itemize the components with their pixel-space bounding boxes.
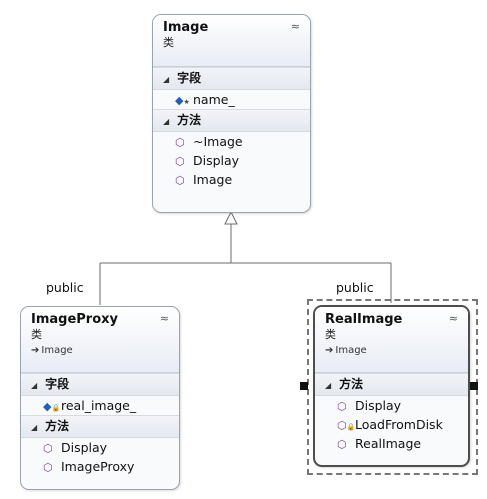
member-row[interactable]: ⬡Display	[21, 438, 179, 457]
class-header[interactable]: RealImage 类 ➔Image ≈	[315, 307, 468, 373]
expand-triangle-icon[interactable]: ◢	[163, 75, 170, 84]
inheritance-arrowhead	[224, 210, 238, 225]
section-methods[interactable]: ◢方法	[153, 109, 310, 132]
member-row[interactable]: ⬡Display	[315, 396, 468, 415]
section-methods[interactable]: ◢方法	[315, 373, 468, 396]
member-row[interactable]: ◆★name_	[153, 90, 310, 109]
class-header[interactable]: ImageProxy 类 ➔Image ≈	[21, 307, 179, 373]
class-realimage[interactable]: RealImage 类 ➔Image ≈ ◢方法 ⬡Display ⬡🔒Load…	[313, 305, 470, 467]
edge-label-left: public	[46, 280, 84, 295]
class-stereotype: 类	[31, 328, 42, 341]
inherits-arrow-icon: ➔	[31, 345, 40, 356]
method-icon: ⬡	[175, 174, 185, 187]
section-methods[interactable]: ◢方法	[21, 415, 179, 438]
field-icon: ◆★	[175, 94, 190, 107]
member-row[interactable]: ⬡~Image	[153, 132, 310, 151]
expand-triangle-icon[interactable]: ◢	[325, 381, 332, 390]
method-icon: ⬡	[337, 438, 347, 451]
class-title: Image	[163, 20, 209, 35]
method-icon: ⬡	[175, 136, 185, 149]
method-icon: ⬡	[175, 155, 185, 168]
method-icon: ⬡	[43, 461, 53, 474]
member-row[interactable]: ◆🔒real_image_	[21, 396, 179, 415]
section-fields[interactable]: ◢字段	[153, 67, 310, 90]
collapse-icon[interactable]: ≈	[448, 312, 458, 325]
expand-triangle-icon[interactable]: ◢	[31, 381, 38, 390]
member-row[interactable]: ⬡ImageProxy	[21, 457, 179, 476]
expand-triangle-icon[interactable]: ◢	[163, 117, 170, 126]
method-icon: ⬡	[337, 400, 347, 413]
member-row[interactable]: ⬡Image	[153, 170, 310, 189]
edge-label-right: public	[336, 280, 374, 295]
method-icon: ⬡	[43, 442, 53, 455]
expand-triangle-icon[interactable]: ◢	[31, 423, 38, 432]
class-stereotype: 类	[163, 36, 174, 49]
class-imageproxy[interactable]: ImageProxy 类 ➔Image ≈ ◢字段 ◆🔒real_image_ …	[20, 306, 180, 490]
base-class: ➔Image	[325, 345, 367, 356]
class-image[interactable]: Image 类 ≈ ◢字段 ◆★name_ ◢方法 ⬡~Image ⬡Displ…	[152, 14, 311, 213]
resize-handle-left[interactable]	[300, 382, 308, 390]
member-row[interactable]: ⬡🔒LoadFromDisk	[315, 415, 468, 434]
inherits-arrow-icon: ➔	[325, 345, 334, 356]
section-fields[interactable]: ◢字段	[21, 373, 179, 396]
collapse-icon[interactable]: ≈	[159, 312, 169, 325]
base-class: ➔Image	[31, 345, 73, 356]
class-header[interactable]: Image 类 ≈	[153, 15, 310, 67]
class-title: RealImage	[325, 312, 403, 327]
member-row[interactable]: ⬡RealImage	[315, 434, 468, 453]
resize-handle-right[interactable]	[470, 382, 478, 390]
class-stereotype: 类	[325, 328, 336, 341]
private-method-icon: ⬡🔒	[337, 419, 356, 432]
collapse-icon[interactable]: ≈	[290, 20, 300, 33]
private-field-icon: ◆🔒	[43, 400, 61, 413]
class-title: ImageProxy	[31, 312, 119, 327]
member-row[interactable]: ⬡Display	[153, 151, 310, 170]
